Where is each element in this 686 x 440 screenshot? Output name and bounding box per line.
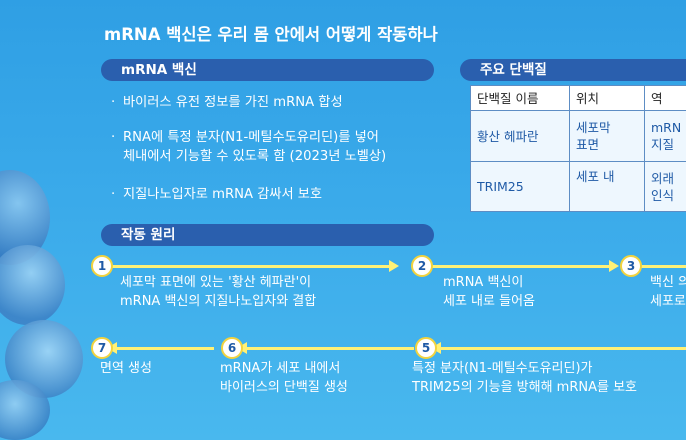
table-cell: TRIM25 [470,161,570,212]
step-number-7: 7 [91,337,113,359]
step-number-1: 1 [91,255,113,277]
flow-arrow-left [237,342,414,354]
page-title: mRNA 백신은 우리 몸 안에서 어떻게 작동하나 [104,25,438,44]
bullet-item: ·지질나노입자로 mRNA 감싸서 보호 [111,187,323,202]
table-header-row: 단백질 이름 위치 역 [470,85,686,111]
bullet-item: ·RNA에 특정 분자(N1-메틸수도유리딘)를 넣어 체내에서 기능할 수 있… [111,130,387,164]
section-heading-key-proteins: 주요 단백질 [460,59,686,81]
table-cell: 세포 내 [569,161,645,212]
section-heading-mechanism: 작동 원리 [101,224,434,246]
flow-arrow-left [107,342,214,354]
step-number-3: 3 [620,255,642,277]
flow-arrow-right [420,260,619,272]
section-heading-mrna-vaccine: mRNA 백신 [101,59,434,81]
step-number-6: 6 [221,337,243,359]
bullet-item: ·바이러스 유전 정보를 가진 mRNA 합성 [111,95,343,110]
step-text-7: 면역 생성 [100,361,152,376]
column-header: 위치 [569,85,645,111]
column-header: 단백질 이름 [470,85,570,111]
step-number-2: 2 [411,255,433,277]
table-cell: 황산 헤파란 [470,110,570,162]
column-header: 역 [644,85,686,111]
flow-arrow-left [431,342,686,354]
flow-arrow-right [640,265,686,268]
flow-arrow-right [110,260,399,272]
virus-particle-image [0,245,65,325]
step-number-5: 5 [415,337,437,359]
